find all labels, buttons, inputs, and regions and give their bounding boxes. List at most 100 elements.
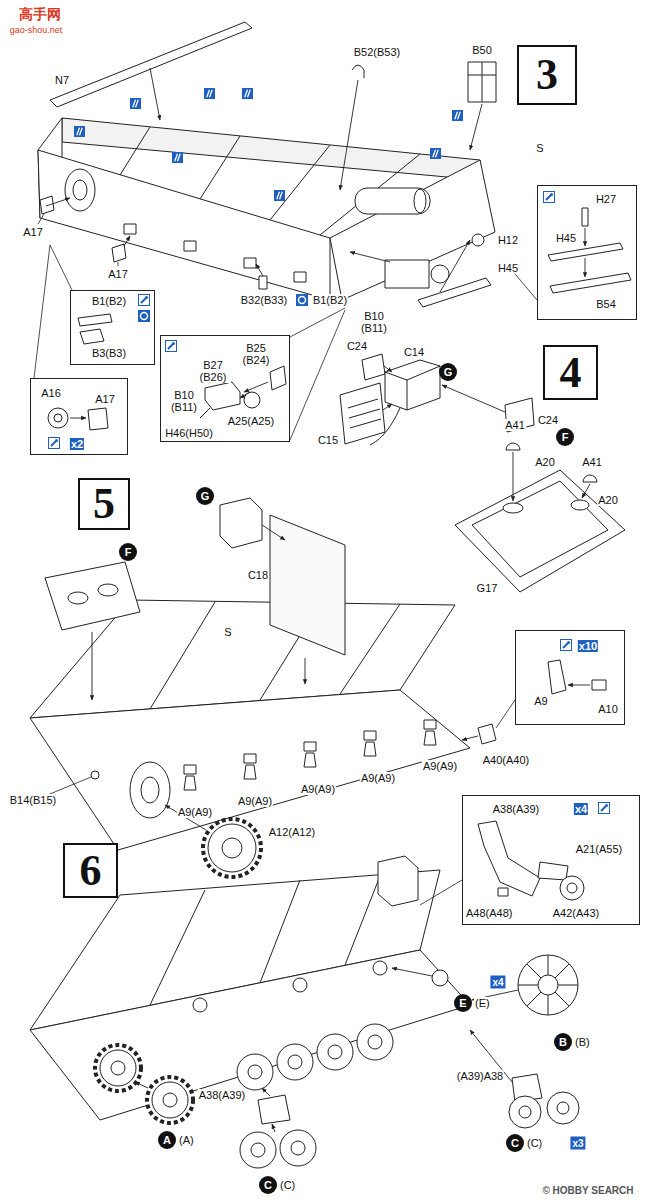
detail-inset: A16A17 x2: [30, 378, 128, 455]
sprue-badge: E(E): [454, 994, 472, 1012]
part-number: A9(A9): [300, 783, 336, 795]
sprue-letter: F: [125, 546, 132, 558]
part-number: A10: [597, 703, 619, 715]
quantity-badge: x10: [578, 640, 598, 652]
sprue-letter: E: [459, 997, 466, 1009]
step-number-box: 6: [63, 843, 118, 898]
part-number: A20: [534, 456, 556, 468]
part-number: A42(A43): [552, 907, 600, 919]
quantity-badge: x3: [570, 1137, 585, 1150]
sprue-letter: C: [511, 1137, 519, 1149]
part-number: B1(B2): [312, 294, 348, 306]
part-number: A17: [22, 226, 44, 238]
sprue-badge: F: [556, 428, 574, 446]
part-number: A25(A25): [227, 415, 275, 427]
part-number: A40(A40): [482, 754, 530, 766]
step-number: 6: [80, 849, 102, 893]
sprue-badge: B(B): [554, 1033, 572, 1051]
part-number: A9(A9): [422, 760, 458, 772]
part-number: A9: [533, 695, 548, 707]
part-number: B14(B15): [9, 794, 57, 806]
detail-inset: x4 A38(A39) A21(A55) A48(A48) A42(A43): [462, 795, 640, 925]
part-number: H45: [497, 262, 519, 274]
part-number: A9(A9): [237, 795, 273, 807]
part-number: G17: [476, 582, 499, 594]
part-number: A17: [107, 268, 129, 280]
sprue-letter: C: [264, 1179, 272, 1191]
watermark: gao-shou.net: [9, 25, 64, 35]
detail-inset: B25 (B24) B27 (B26) B10 (B11) A25(A25) H46(H…: [160, 335, 290, 442]
sprue-letter: A: [163, 1134, 171, 1146]
parts: [30, 22, 631, 1168]
step-number-box: 5: [78, 478, 130, 530]
detail-inset: B1(B2) B3(B3): [70, 290, 155, 365]
part-number: A17: [94, 393, 116, 405]
part-number: B10 (B11): [356, 310, 392, 334]
part-number: A48(A48): [465, 907, 513, 919]
part-number: B3(B3): [91, 347, 127, 359]
part-number: A9(A9): [177, 806, 213, 818]
sprue-letter: (B): [574, 1036, 591, 1048]
part-number: B1(B2): [91, 295, 127, 307]
part-number: S: [223, 626, 232, 638]
sprue-letter: G: [201, 490, 210, 502]
detail-inset: x10A9A10: [515, 630, 625, 725]
part-number: A41: [581, 456, 603, 468]
sprue-badge: C(C): [259, 1176, 277, 1194]
part-number: A20: [597, 494, 619, 506]
part-number: A16: [40, 387, 62, 399]
watermark: © HOBBY SEARCH: [541, 1185, 634, 1196]
part-number: C18: [247, 569, 269, 581]
part-number: H27: [595, 193, 617, 205]
detail-inset: H27H45B54: [537, 185, 637, 320]
part-number: N7: [54, 74, 70, 86]
quantity-badge: x4: [574, 803, 588, 815]
assembly-arrows: [46, 68, 590, 1132]
step-number: 4: [560, 351, 582, 395]
quantity-badge: x4: [490, 976, 505, 989]
part-number: A9(A9): [360, 772, 396, 784]
sprue-badge: C(C): [506, 1134, 524, 1152]
part-number: H12: [497, 234, 519, 246]
part-number: B27 (B26): [195, 359, 231, 383]
part-number: C15: [317, 434, 339, 446]
sprue-letter: G: [444, 366, 453, 378]
watermark: 高手网: [18, 7, 62, 22]
part-number: H45: [555, 232, 577, 244]
sprue-letter: (A): [178, 1134, 195, 1146]
sprue-badge: A(A): [158, 1131, 176, 1149]
quantity-badge: x2: [70, 438, 84, 450]
part-number: B50: [471, 44, 493, 56]
part-number: A41: [504, 419, 526, 431]
instruction-icons: [49, 88, 610, 814]
part-number: B52(B53): [353, 46, 401, 58]
part-number: B32(B33): [240, 294, 288, 306]
sprue-badge: G: [196, 487, 214, 505]
part-number: A21(A55): [575, 843, 623, 855]
part-number: C24: [346, 340, 368, 352]
sprue-letter: F: [562, 431, 569, 443]
sprue-badge: G: [439, 363, 457, 381]
part-number: S: [535, 142, 544, 154]
step-number: 3: [536, 53, 558, 97]
step-number-box: 3: [517, 45, 577, 105]
step-number: 5: [93, 482, 115, 526]
part-number: B54: [595, 298, 617, 310]
sprue-letter: B: [559, 1036, 567, 1048]
part-number: A12(A12): [268, 826, 316, 838]
part-number: B10 (B11): [166, 389, 202, 413]
part-number: (A39)A38: [456, 1070, 504, 1082]
sprue-badge: F: [119, 543, 137, 561]
part-number: C14: [403, 346, 425, 358]
sprue-letter: (C): [526, 1137, 543, 1149]
step-number-box: 4: [543, 345, 598, 400]
part-number: A38(A39): [492, 803, 540, 815]
sprue-letter: (E): [474, 997, 491, 1009]
part-number: H46(H50): [164, 427, 214, 439]
part-number: B25 (B24): [238, 342, 274, 366]
part-number: C24: [537, 414, 559, 426]
part-number: A38(A39): [198, 1089, 246, 1101]
sprue-letter: (C): [279, 1179, 296, 1191]
